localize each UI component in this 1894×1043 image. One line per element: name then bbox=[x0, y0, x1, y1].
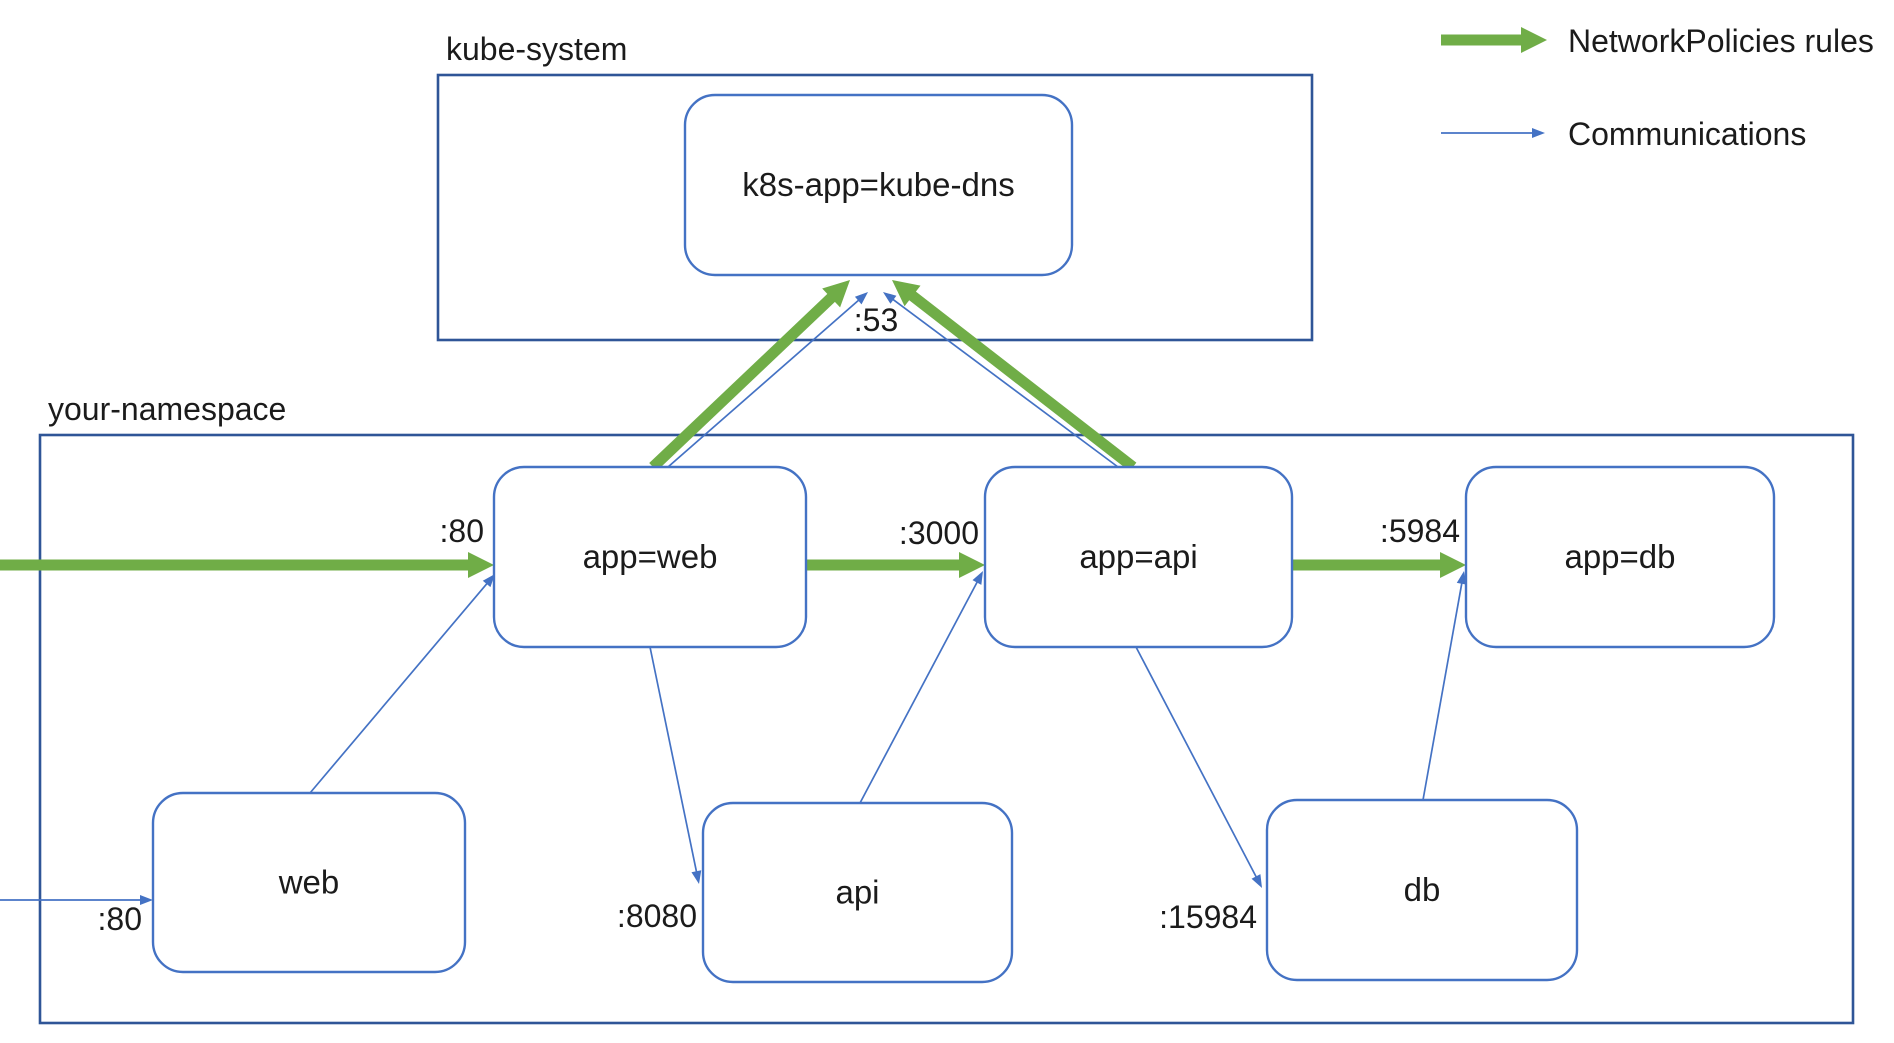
port-label-53: :53 bbox=[854, 302, 898, 338]
port-label-3000: :3000 bbox=[899, 515, 979, 551]
comm-edge-db-to-app-db bbox=[1422, 571, 1467, 801]
policy-edge-app-web-to-kube-dns bbox=[649, 280, 850, 471]
legend-item-policy: NetworkPolicies rules bbox=[1441, 23, 1874, 59]
comm-edge-web-to-app-web-arrowhead-icon bbox=[482, 574, 495, 588]
legend-comm-arrow-icon bbox=[1441, 128, 1545, 138]
legend-item-comm: Communications bbox=[1441, 116, 1806, 152]
node-label-app-db: app=db bbox=[1564, 538, 1675, 575]
port-label-8080: :8080 bbox=[617, 898, 697, 934]
comm-edge-app-web-to-api-arrowhead-icon bbox=[691, 870, 702, 884]
node-web: web bbox=[151, 791, 467, 974]
comm-edge-app-api-to-db-arrowhead-icon bbox=[1251, 874, 1262, 888]
namespace-kube-system: kube-system bbox=[436, 31, 1314, 342]
comm-edge-app-web-to-api-line bbox=[649, 646, 698, 874]
node-db: db bbox=[1265, 798, 1579, 982]
comm-edge-app-api-to-kube-dns-line bbox=[891, 297, 1119, 468]
node-box-app-api bbox=[983, 465, 1294, 649]
node-label-app-api: app=api bbox=[1079, 538, 1197, 575]
policy-edge-external-to-app-web bbox=[0, 552, 494, 578]
policy-edge-app-web-to-kube-dns-line bbox=[649, 292, 837, 471]
policy-edge-app-api-to-app-db-arrowhead-icon bbox=[1440, 552, 1466, 578]
comm-edge-app-api-to-db-line bbox=[1135, 646, 1258, 879]
node-box-db bbox=[1265, 798, 1579, 982]
comm-edge-api-to-app-api-arrowhead-icon bbox=[972, 571, 983, 585]
policy-edge-app-api-to-kube-dns-arrowhead-icon bbox=[892, 280, 921, 307]
namespace-box-kube-system bbox=[436, 73, 1314, 342]
comm-edge-web-to-app-web bbox=[309, 574, 495, 794]
node-app-web: app=web bbox=[492, 465, 808, 649]
node-app-db: app=db bbox=[1464, 465, 1776, 649]
comm-edge-app-api-to-db bbox=[1135, 646, 1262, 888]
comm-edge-db-to-app-db-arrowhead-icon bbox=[1456, 571, 1467, 585]
edge-layer bbox=[0, 280, 1467, 905]
comm-edge-api-to-app-api-line bbox=[859, 580, 979, 804]
node-label-kube-dns: k8s-app=kube-dns bbox=[742, 166, 1014, 203]
node-box-app-web bbox=[492, 465, 808, 649]
port-label-80: :80 bbox=[98, 901, 142, 937]
comm-edge-app-web-to-kube-dns-arrowhead-icon bbox=[854, 292, 868, 305]
policy-edge-app-api-to-kube-dns-line bbox=[907, 290, 1137, 472]
node-label-app-web: app=web bbox=[583, 538, 718, 575]
legend-label-policy: NetworkPolicies rules bbox=[1568, 23, 1874, 59]
legend-policy-arrow-icon-arrowhead-icon bbox=[1521, 27, 1547, 53]
node-box-web bbox=[151, 791, 467, 974]
node-label-api: api bbox=[835, 874, 879, 911]
policy-edge-app-web-to-app-api-arrowhead-icon bbox=[959, 552, 985, 578]
node-layer: k8s-app=kube-dns app=web app=api app=db web a… bbox=[151, 93, 1776, 984]
port-label-80: :80 bbox=[440, 513, 484, 549]
policy-edge-external-to-app-web-arrowhead-icon bbox=[468, 552, 494, 578]
namespace-your-namespace: your-namespace bbox=[38, 391, 1855, 1025]
node-api: api bbox=[701, 801, 1014, 984]
namespace-label-kube-system: kube-system bbox=[446, 31, 627, 67]
port-label-layer: :80 :3000 :5984 :53 :80 :8080 :15984 bbox=[98, 302, 1460, 937]
legend-comm-arrow-icon-arrowhead-icon bbox=[1532, 128, 1545, 138]
node-box-app-db bbox=[1464, 465, 1776, 649]
node-label-web: web bbox=[278, 864, 340, 901]
comm-edge-app-web-to-kube-dns bbox=[667, 292, 868, 468]
comm-edge-external-to-web bbox=[0, 895, 153, 905]
comm-edge-db-to-app-db-line bbox=[1422, 581, 1463, 801]
node-label-db: db bbox=[1404, 871, 1441, 908]
node-box-api bbox=[701, 801, 1014, 984]
port-label-15984: :15984 bbox=[1159, 899, 1257, 935]
comm-edge-app-web-to-kube-dns-line bbox=[667, 298, 861, 468]
comm-edge-app-api-to-kube-dns-arrowhead-icon bbox=[883, 292, 897, 304]
policy-edge-app-api-to-app-db bbox=[1292, 552, 1466, 578]
comm-edge-app-api-to-kube-dns bbox=[883, 292, 1119, 468]
comm-edge-app-web-to-api bbox=[649, 646, 702, 884]
comm-edge-external-to-web-arrowhead-icon bbox=[140, 895, 153, 905]
legend-label-comm: Communications bbox=[1568, 116, 1806, 152]
namespace-layer: kube-system your-namespace bbox=[38, 31, 1855, 1025]
legend-policy-arrow-icon bbox=[1441, 27, 1547, 53]
comm-edge-web-to-app-web-line bbox=[309, 581, 489, 794]
node-box-kube-dns bbox=[683, 93, 1074, 277]
namespace-box-your-namespace bbox=[38, 433, 1855, 1025]
namespace-label-your-namespace: your-namespace bbox=[48, 391, 286, 427]
node-app-api: app=api bbox=[983, 465, 1294, 649]
policy-edge-app-web-to-kube-dns-arrowhead-icon bbox=[822, 280, 850, 308]
policy-edge-app-web-to-app-api bbox=[806, 552, 985, 578]
policy-edge-app-api-to-kube-dns bbox=[892, 280, 1137, 472]
comm-edge-api-to-app-api bbox=[859, 571, 983, 804]
node-kube-dns: k8s-app=kube-dns bbox=[683, 93, 1074, 277]
port-label-5984: :5984 bbox=[1380, 513, 1460, 549]
